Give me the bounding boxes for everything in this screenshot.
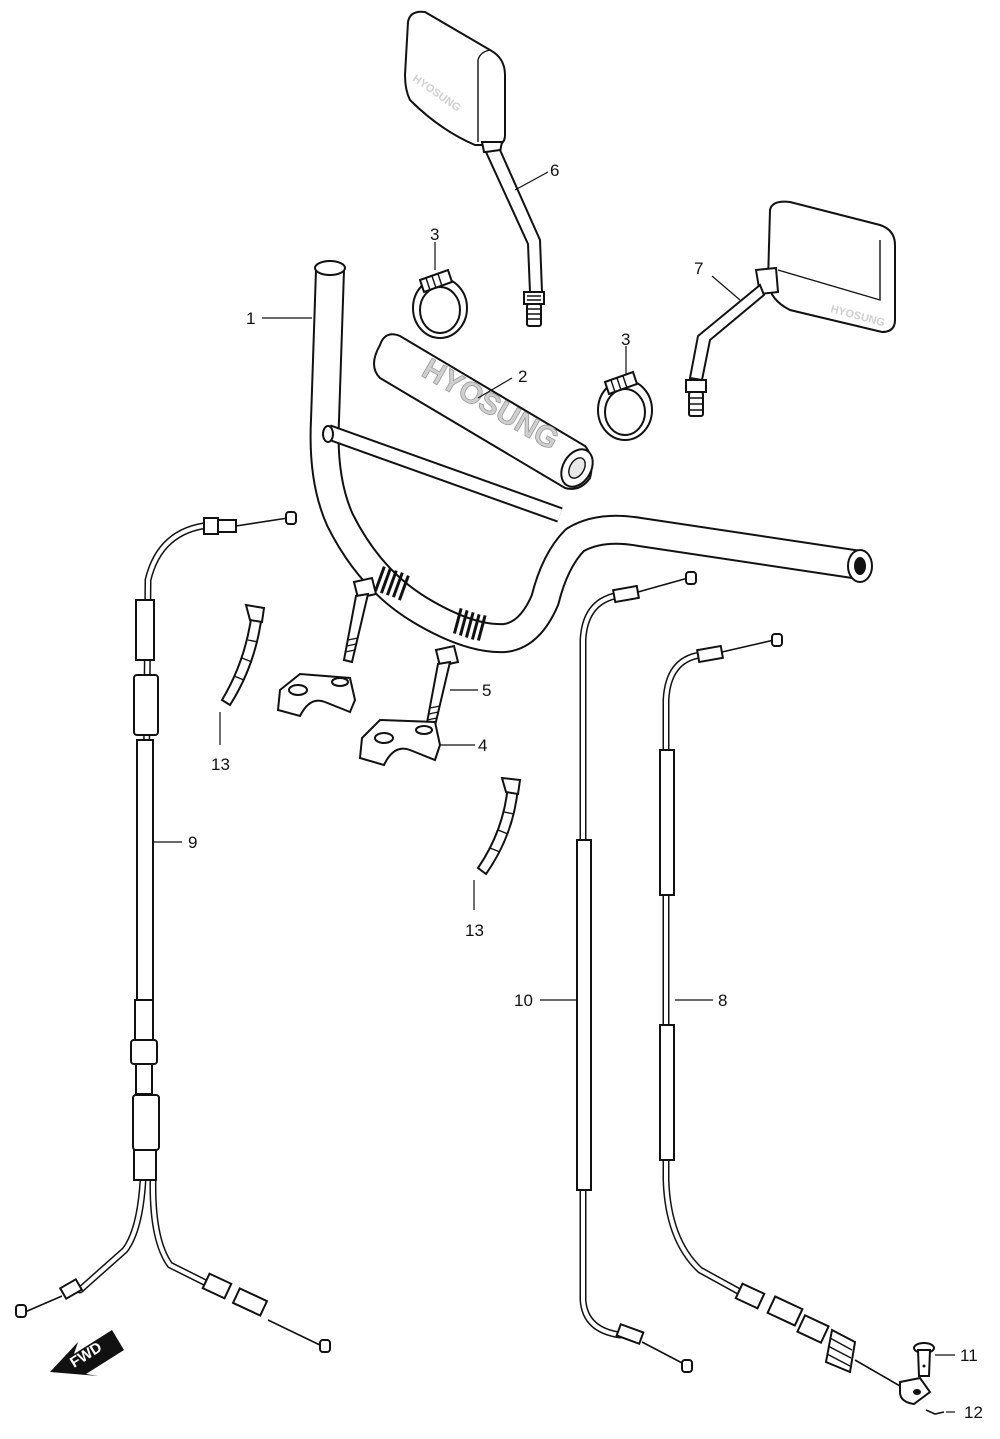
callout-cable-right: 8 bbox=[718, 991, 727, 1010]
callout-cable-mid: 10 bbox=[514, 991, 533, 1010]
hose-clamp-left[interactable] bbox=[412, 268, 468, 339]
handlebar[interactable] bbox=[309, 260, 873, 654]
cable-band-left[interactable] bbox=[220, 603, 266, 707]
callout-labels: 1 2 3 3 4 5 6 7 8 9 10 11 12 13 13 bbox=[188, 161, 983, 1422]
callout-clamp-right: 3 bbox=[621, 330, 630, 349]
callout-clip: 12 bbox=[964, 1403, 983, 1422]
leader-lines bbox=[153, 171, 955, 1413]
callout-mirror-left: 6 bbox=[550, 161, 559, 180]
callout-band-right: 13 bbox=[465, 921, 484, 940]
callout-clamp-left: 3 bbox=[430, 225, 439, 244]
clutch-cable[interactable] bbox=[576, 571, 697, 1373]
fwd-arrow-icon bbox=[50, 1330, 124, 1376]
holder-upper[interactable] bbox=[276, 672, 357, 718]
mirror-left[interactable]: HYOSUNG bbox=[403, 10, 545, 327]
callout-handlebar: 1 bbox=[246, 309, 255, 328]
callout-bolt: 5 bbox=[482, 681, 491, 700]
mirror-right[interactable]: HYOSUNG bbox=[685, 200, 896, 417]
callout-cable-left: 9 bbox=[188, 833, 197, 852]
holder-lower[interactable] bbox=[358, 718, 442, 767]
callout-pin: 11 bbox=[960, 1346, 978, 1365]
fwd-arrow: FWD bbox=[50, 1330, 124, 1376]
callout-mirror-right: 7 bbox=[694, 259, 703, 278]
cotter-clip[interactable] bbox=[925, 1409, 945, 1415]
callout-holder: 4 bbox=[478, 736, 487, 755]
callout-handlebar-pad: 2 bbox=[518, 367, 527, 386]
bolt-lower[interactable] bbox=[424, 644, 460, 732]
front-brake-cable[interactable] bbox=[659, 633, 932, 1406]
pin[interactable] bbox=[913, 1342, 935, 1377]
hose-clamp-right[interactable] bbox=[597, 370, 653, 441]
callout-band-left: 13 bbox=[211, 755, 230, 774]
throttle-cable[interactable] bbox=[15, 511, 331, 1353]
bolt-upper[interactable] bbox=[342, 576, 378, 664]
cable-band-right[interactable] bbox=[476, 776, 522, 876]
